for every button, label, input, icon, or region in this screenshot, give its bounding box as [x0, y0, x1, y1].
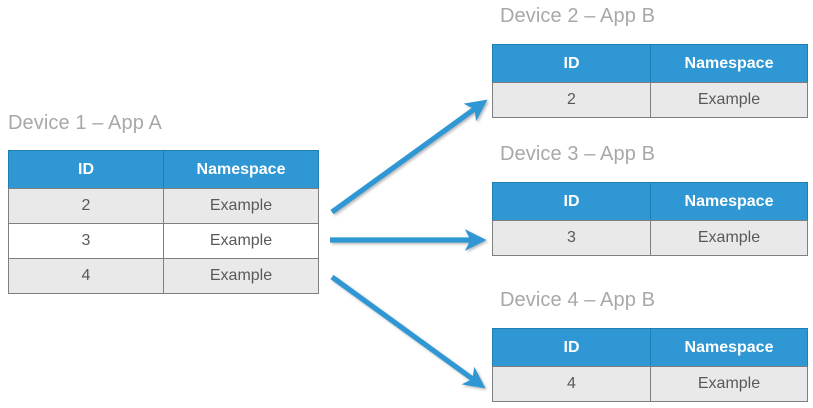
column-header-namespace: Namespace — [163, 150, 319, 189]
table-row: 3 Example — [492, 220, 808, 256]
target-table-title-device-4: Device 4 – App B — [500, 289, 656, 311]
table-row: 4 Example — [492, 366, 808, 402]
target-table-device-3: ID Namespace 3 Example — [492, 182, 808, 256]
table-row: 3 Example — [8, 223, 319, 259]
table-header-row: ID Namespace — [492, 182, 808, 221]
column-header-id: ID — [8, 150, 164, 189]
column-header-id: ID — [492, 182, 651, 221]
cell-id: 3 — [8, 223, 164, 259]
cell-namespace: Example — [163, 258, 319, 294]
arrow-to-device-2 — [330, 99, 488, 215]
arrow-to-device-4 — [330, 274, 486, 389]
cell-namespace: Example — [163, 223, 319, 259]
table-row: 2 Example — [8, 188, 319, 224]
cell-namespace: Example — [650, 366, 808, 402]
cell-namespace: Example — [163, 188, 319, 224]
column-header-namespace: Namespace — [650, 182, 808, 221]
cell-namespace: Example — [650, 220, 808, 256]
source-table: ID Namespace 2 Example 3 Example 4 Examp… — [8, 150, 319, 294]
cell-id: 2 — [492, 82, 651, 118]
table-header-row: ID Namespace — [8, 150, 319, 189]
table-row: 4 Example — [8, 258, 319, 294]
source-table-title: Device 1 – App A — [8, 112, 162, 134]
cell-id: 3 — [492, 220, 651, 256]
column-header-id: ID — [492, 328, 651, 367]
target-table-device-2: ID Namespace 2 Example — [492, 44, 808, 118]
column-header-namespace: Namespace — [650, 328, 808, 367]
table-header-row: ID Namespace — [492, 44, 808, 83]
target-table-device-4: ID Namespace 4 Example — [492, 328, 808, 402]
cell-id: 2 — [8, 188, 164, 224]
cell-id: 4 — [492, 366, 651, 402]
target-table-title-device-3: Device 3 – App B — [500, 143, 656, 165]
table-row: 2 Example — [492, 82, 808, 118]
cell-id: 4 — [8, 258, 164, 294]
table-header-row: ID Namespace — [492, 328, 808, 367]
target-table-title-device-2: Device 2 – App B — [500, 5, 656, 27]
column-header-namespace: Namespace — [650, 44, 808, 83]
column-header-id: ID — [492, 44, 651, 83]
cell-namespace: Example — [650, 82, 808, 118]
